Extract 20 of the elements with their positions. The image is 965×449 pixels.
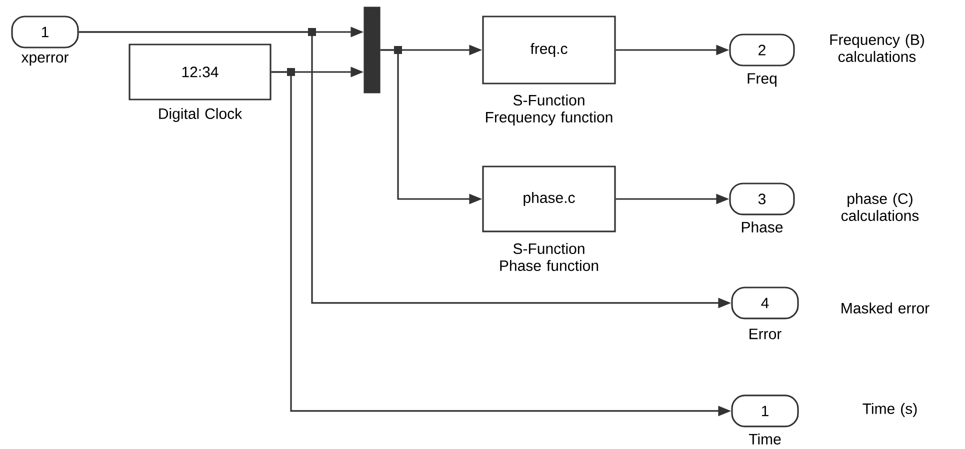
block-label: Time xyxy=(748,433,781,444)
function-block: freq.c xyxy=(482,16,616,84)
block-label: Phase xyxy=(742,221,783,232)
port-block: 3 xyxy=(729,182,795,216)
annotation: Frequency (B) calculations xyxy=(830,34,924,62)
annotation: Masked error xyxy=(842,302,930,314)
annotation: phase (C) calculations xyxy=(841,192,919,221)
block-label: S-Function Frequency function xyxy=(486,94,612,126)
block-label: Freq xyxy=(748,73,776,87)
block-label: Error xyxy=(750,328,782,340)
block-label: Digital Clock xyxy=(159,108,242,122)
port-block: 1 xyxy=(731,394,799,428)
port-block: 4 xyxy=(731,286,799,320)
annotation: Time (s) xyxy=(862,403,917,417)
block-label: xperror xyxy=(21,54,68,66)
block-label: S-Function Phase function xyxy=(500,242,598,271)
function-block: 12:34 xyxy=(128,44,272,100)
function-block: phase.c xyxy=(482,166,616,232)
port-block: 2 xyxy=(729,34,795,66)
port-block: 1 xyxy=(11,16,79,48)
